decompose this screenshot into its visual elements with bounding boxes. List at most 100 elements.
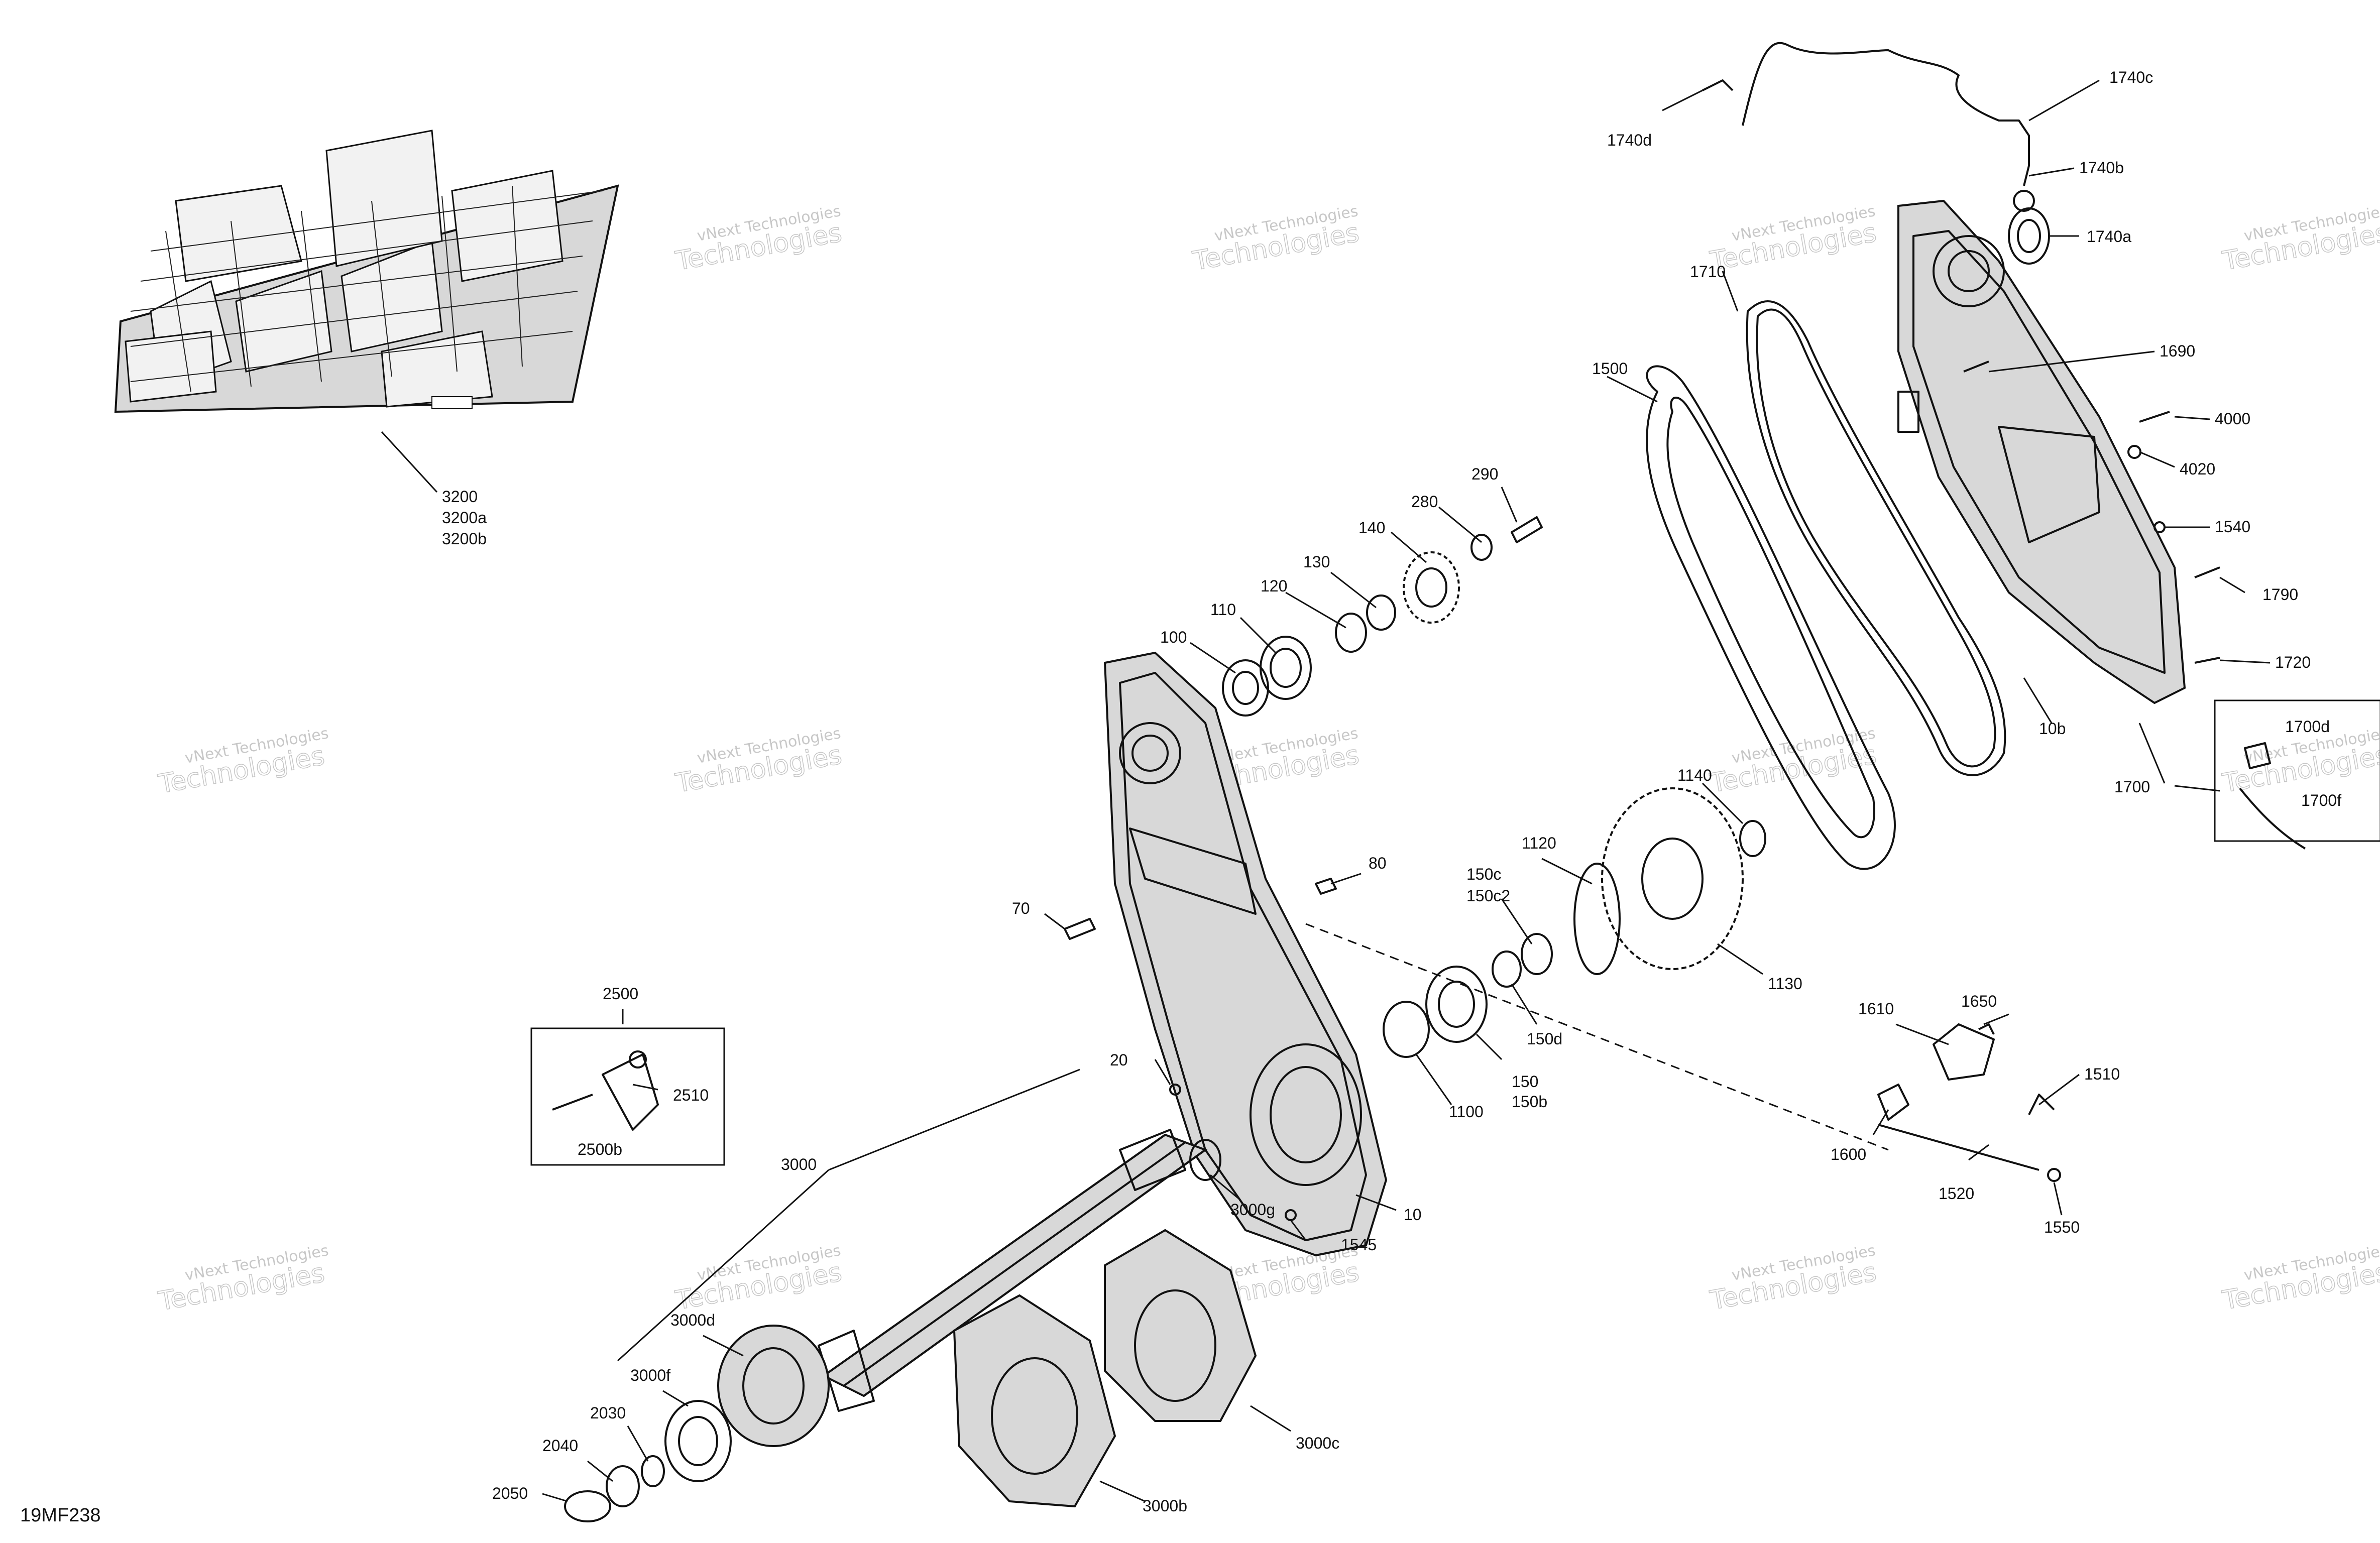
circlip-1120 — [1573, 863, 1621, 975]
circlip-1140 — [1739, 820, 1766, 857]
callout-3000f: 3000f — [630, 1366, 670, 1384]
screw-20 — [1169, 1084, 1181, 1096]
bearing-150 — [1425, 966, 1488, 1043]
callout-10b: 10b — [2039, 720, 2066, 738]
track-illustration — [114, 130, 619, 413]
upper-shaft-parts — [1222, 516, 1543, 717]
inset-2500-parts — [552, 1050, 659, 1131]
watermark: vNext Technologies Technologies — [1708, 1242, 1879, 1317]
callout-10: 10 — [1404, 1206, 1422, 1224]
callout-2030: 2030 — [590, 1404, 626, 1422]
seal-100 — [1222, 659, 1269, 717]
bolt-70 — [1064, 918, 1096, 940]
callout-3000d: 3000d — [670, 1311, 715, 1329]
race-150c — [1521, 933, 1553, 975]
callout-150d: 150d — [1527, 1030, 1562, 1048]
callout-70: 70 — [1012, 899, 1030, 917]
watermark: vNext Technologies Technologies — [2220, 725, 2380, 799]
callout-3000g: 3000g — [1230, 1201, 1275, 1219]
callout-1100: 1100 — [1449, 1103, 1484, 1121]
clip-1650 — [1978, 1023, 1995, 1035]
callout-1130: 1130 — [1768, 975, 1802, 993]
ring-2030 — [641, 1455, 665, 1487]
watermark: vNext Technologies Technologies — [673, 725, 845, 799]
inset-box-2500 — [530, 1027, 725, 1166]
callout-150c2: 150c2 — [1466, 887, 1510, 905]
chaincase-cover — [1897, 199, 2186, 704]
callout-1650: 1650 — [1961, 992, 1997, 1010]
tensioner-parts — [1877, 1023, 2061, 1182]
callout-1510: 1510 — [2084, 1065, 2120, 1083]
callout-1720: 1720 — [2275, 653, 2311, 671]
seal-1100 — [1383, 1001, 1430, 1058]
callout-1140: 1140 — [1677, 766, 1712, 784]
callout-2500b: 2500b — [578, 1140, 622, 1158]
callout-110: 110 — [1210, 601, 1236, 619]
callout-1710: 1710 — [1690, 263, 1726, 281]
rod-1520 — [1878, 1124, 2039, 1171]
callout-labels: 3200 3200a 3200b 1740d 1740c 1740b 1740a… — [442, 68, 2341, 1515]
callout-1700d: 1700d — [2285, 718, 2330, 736]
ring-3000g — [1189, 1139, 1221, 1181]
callout-1540: 1540 — [2215, 518, 2250, 536]
sprockets — [953, 1229, 1257, 1508]
sprocket-3000b — [953, 1294, 1116, 1508]
pin-1600 — [1877, 1084, 1909, 1121]
callout-4000: 4000 — [2215, 410, 2250, 428]
callout-1120: 1120 — [1522, 834, 1556, 852]
callout-2500: 2500 — [603, 985, 638, 1003]
drive-shaft — [818, 1129, 1221, 1412]
spacer-130 — [1366, 595, 1396, 631]
flange-3000d — [717, 1325, 830, 1447]
callout-1700: 1700 — [2114, 778, 2150, 796]
watermark: vNext Technologies Technologies — [156, 725, 330, 800]
axis-line — [1305, 923, 1889, 1151]
watermark: vNext Technologies Technologies — [2220, 202, 2380, 277]
watermark: vNext Technologies Technologies — [1190, 202, 1362, 277]
circlip-2050 — [564, 1490, 611, 1522]
callout-2050: 2050 — [492, 1484, 528, 1502]
washer-280 — [1470, 534, 1493, 561]
callout-120: 120 — [1261, 577, 1287, 595]
washer-4020 — [2127, 445, 2141, 459]
callout-1500: 1500 — [1592, 360, 1628, 378]
callout-4020: 4020 — [2180, 460, 2215, 478]
bearing-110 — [1260, 636, 1312, 700]
circlip-120 — [1335, 613, 1367, 653]
watermark: vNext Technologies Technologies — [673, 202, 845, 277]
callout-1600: 1600 — [1831, 1145, 1866, 1163]
watermark: vNext Technologies Technologies — [2220, 1242, 2380, 1317]
callout-20: 20 — [1110, 1051, 1128, 1069]
callout-1545: 1545 — [1341, 1236, 1377, 1254]
callout-280: 280 — [1411, 493, 1438, 511]
fasteners — [1064, 361, 2220, 1221]
gasket-1710 — [1746, 300, 2006, 776]
callout-1550: 1550 — [2044, 1218, 2080, 1236]
callout-3000b: 3000b — [1143, 1497, 1187, 1515]
bolt-1690 — [1963, 361, 1989, 373]
callout-80: 80 — [1369, 854, 1387, 872]
bolt-1720 — [2194, 657, 2220, 664]
callout-3200: 3200 — [442, 488, 478, 506]
callout-2040: 2040 — [542, 1437, 578, 1455]
diagram-code: 19MF238 — [20, 1505, 101, 1526]
clip-1550 — [2047, 1168, 2061, 1182]
callout-3000: 3000 — [781, 1155, 817, 1173]
nut-80 — [1315, 878, 1337, 895]
shaft-end-parts — [564, 1325, 830, 1522]
inset-box-1700 — [2214, 699, 2380, 842]
callout-150c: 150c — [1466, 865, 1501, 883]
tensioner-1610 — [1933, 1023, 1995, 1081]
chain-1500 — [1646, 365, 1896, 870]
leader-lines — [381, 79, 2271, 1502]
lower-shaft-parts — [1383, 787, 1766, 1058]
bearing-3000f — [664, 1400, 732, 1482]
callout-1740c: 1740c — [2109, 68, 2153, 86]
callout-150b: 150b — [1512, 1093, 1547, 1111]
sprocket-140 — [1403, 551, 1460, 624]
callout-3200a: 3200a — [442, 509, 487, 527]
callout-3200b: 3200b — [442, 530, 487, 548]
callout-100: 100 — [1160, 628, 1187, 646]
watermark: vNext Technologies Technologies — [156, 1242, 330, 1317]
